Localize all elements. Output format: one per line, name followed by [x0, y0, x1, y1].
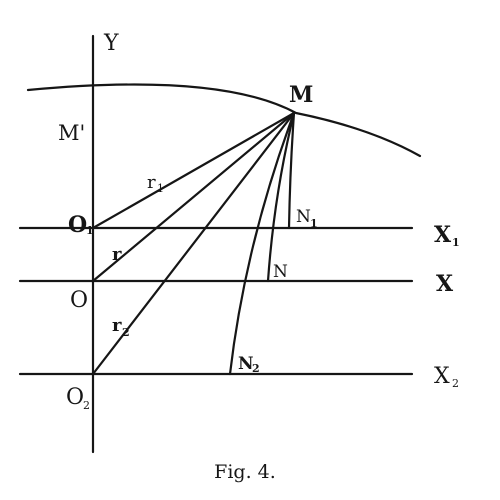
y-axis-label: Y — [103, 31, 119, 56]
radius-r-label: r — [112, 244, 122, 265]
arc-m-to-n2 — [228, 111, 296, 376]
point-o1-label: O — [68, 212, 87, 238]
point-n1-subscript: 1 — [310, 217, 318, 230]
point-n1-label: N — [296, 207, 311, 227]
radius-r2-line — [91, 111, 296, 376]
axis-x1-subscript: 1 — [452, 236, 460, 249]
radius-r2-label: r — [112, 315, 122, 336]
arc-m-to-n1 — [287, 111, 296, 230]
point-m-prime-label: M' — [58, 121, 85, 145]
radius-r1-subscript: 1 — [157, 182, 164, 195]
radius-r1-label: r — [147, 172, 156, 193]
axis-x1-label: X — [434, 222, 452, 248]
point-n-label: N — [273, 262, 288, 282]
point-o2-subscript: 2 — [83, 399, 90, 412]
curve-through-m — [26, 83, 422, 158]
radius-r2-subscript: 2 — [122, 326, 130, 339]
point-n2-label: N — [238, 354, 254, 374]
point-o1-subscript: 1 — [86, 224, 94, 237]
radius-r1-line — [91, 111, 296, 230]
radius-r-line — [91, 111, 296, 283]
point-o-label: O — [70, 288, 88, 313]
axis-x-label: X — [436, 271, 454, 297]
figure-caption: Fig. 4. — [214, 461, 276, 483]
point-m-label: M — [289, 82, 313, 108]
arc-m-to-n — [266, 111, 296, 283]
axis-x2-subscript: 2 — [452, 377, 459, 390]
point-n2-subscript: 2 — [252, 362, 260, 375]
point-o2-label: O — [66, 385, 84, 410]
axis-x2-label: X — [434, 364, 450, 389]
